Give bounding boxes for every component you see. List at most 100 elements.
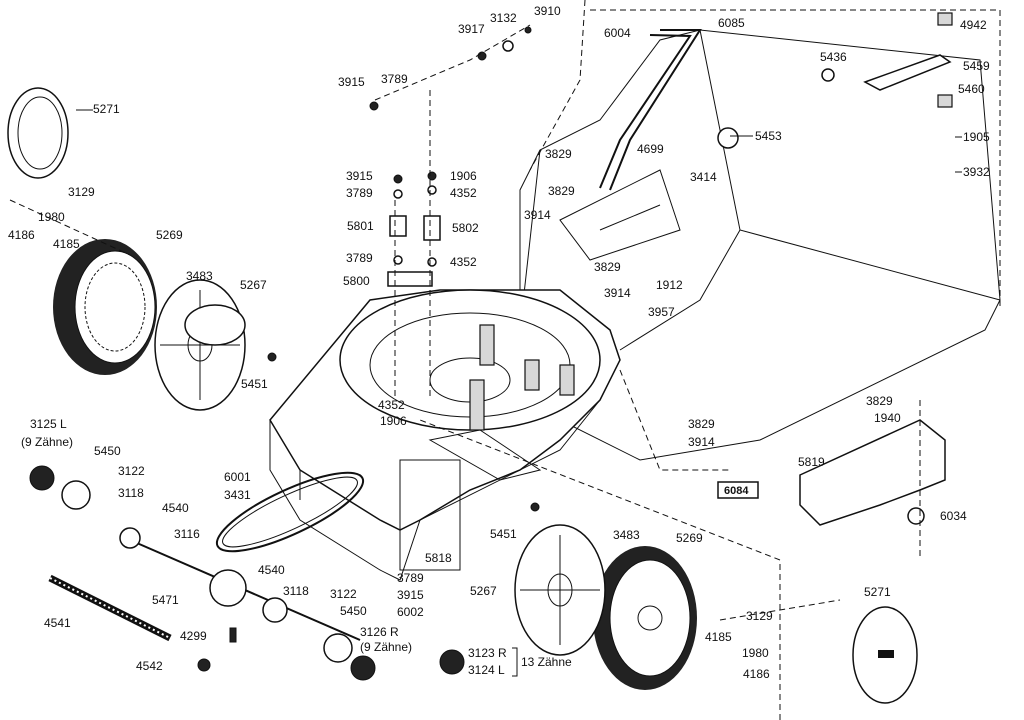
label-3829-e: 3829: [688, 417, 715, 431]
label-3829-d: 3829: [866, 394, 893, 408]
label-4540-left: 4540: [162, 501, 189, 515]
label-5450-left: 5450: [94, 444, 121, 458]
label-6002: 6002: [397, 605, 424, 619]
label-3132: 3132: [490, 11, 517, 25]
label-5818: 5818: [425, 551, 452, 565]
label-3118-right: 3118: [283, 584, 309, 598]
label-1905: 1905: [963, 130, 990, 144]
label-5802: 5802: [452, 221, 479, 235]
label-4352-a: 4352: [450, 186, 477, 200]
label-1906-a: 1906: [450, 169, 477, 183]
label-3829-b: 3829: [548, 184, 575, 198]
label-3483-right: 3483: [613, 528, 640, 542]
label-4541: 4541: [44, 616, 71, 630]
label-3957: 3957: [648, 305, 675, 319]
label-4352-c: 4352: [378, 398, 405, 412]
label-5451-left: 5451: [241, 377, 268, 391]
label-3915-mid: 3915: [346, 169, 373, 183]
label-3915-bottom: 3915: [397, 588, 424, 602]
leader-lines: [9, 24, 962, 720]
label-3129-right: 3129: [746, 609, 773, 623]
label-4942: 4942: [960, 18, 987, 32]
gears: [29, 465, 465, 681]
label-4185-right: 4185: [705, 630, 732, 644]
label-3829-c: 3829: [594, 260, 621, 274]
label-5269-right: 5269: [676, 531, 703, 545]
label-3122-left: 3122: [118, 464, 145, 478]
label-6084: 6084: [724, 485, 749, 497]
label-3483-left: 3483: [186, 269, 213, 283]
label-3124l: 3124 L: [468, 663, 505, 677]
label-5269-left: 5269: [156, 228, 183, 242]
hubcap-right-outer: [852, 606, 918, 704]
label-5267-left: 5267: [240, 278, 267, 292]
label-4540-right: 4540: [258, 563, 285, 577]
label-6001: 6001: [224, 470, 251, 484]
bracket-5819: [799, 419, 946, 526]
label-3789-mid: 3789: [346, 186, 373, 200]
label-4542: 4542: [136, 659, 163, 673]
label-3932: 3932: [963, 165, 990, 179]
label-1980-right: 1980: [742, 646, 769, 660]
label-5819: 5819: [798, 455, 825, 469]
label-1912: 1912: [656, 278, 683, 292]
label-4185-left: 4185: [53, 237, 80, 251]
label-5460: 5460: [958, 82, 985, 96]
label-5459: 5459: [963, 59, 990, 73]
label-4299: 4299: [180, 629, 207, 643]
label-3123r: 3123 R: [468, 646, 507, 660]
wheel-rim-left: [154, 279, 246, 411]
label-1980-left: 1980: [38, 210, 65, 224]
label-1906-b: 1906: [380, 414, 407, 428]
label-3917: 3917: [458, 22, 485, 36]
label-5450-right: 5450: [340, 604, 367, 618]
label-13-zahne: 13 Zähne: [521, 655, 572, 669]
drawing: [7, 0, 1001, 720]
label-3431: 3431: [224, 488, 251, 502]
label-6084-box: 6084: [717, 481, 759, 499]
label-4186-left: 4186: [8, 228, 35, 242]
label-3789-top: 3789: [381, 72, 408, 86]
label-5451-right: 5451: [490, 527, 517, 541]
handle: [559, 29, 702, 261]
label-9-zahne-right: (9 Zähne): [360, 640, 412, 654]
label-6034: 6034: [940, 509, 967, 523]
label-3126r: 3126 R: [360, 625, 399, 639]
label-3829-a: 3829: [545, 147, 572, 161]
label-3116: 3116: [174, 527, 200, 541]
label-5271-right: 5271: [864, 585, 891, 599]
label-5801: 5801: [347, 219, 374, 233]
part-labels: 3910 3132 3917 6004 6085 4942 5436 5459 …: [8, 4, 990, 681]
label-4352-b: 4352: [450, 255, 477, 269]
label-3129-left: 3129: [68, 185, 95, 199]
label-3122-right: 3122: [330, 587, 357, 601]
wheel-right: [593, 546, 697, 690]
label-5800: 5800: [343, 274, 370, 288]
label-4186-right: 4186: [743, 667, 770, 681]
label-3789-bottom: 3789: [397, 571, 424, 585]
label-5453: 5453: [755, 129, 782, 143]
label-9-zahne-left: (9 Zähne): [21, 435, 73, 449]
label-3118-left: 3118: [118, 486, 144, 500]
label-3914-a: 3914: [524, 208, 551, 222]
label-6085: 6085: [718, 16, 745, 30]
label-3414: 3414: [690, 170, 717, 184]
label-5271-left: 5271: [93, 102, 120, 116]
label-3125l: 3125 L: [30, 417, 67, 431]
label-3789-low: 3789: [346, 251, 373, 265]
drive-belt: [215, 471, 365, 553]
lever-parts: [717, 12, 953, 149]
bracket-3123-3124: [512, 647, 518, 677]
label-5436: 5436: [820, 50, 847, 64]
label-1940: 1940: [874, 411, 901, 425]
wheel-rim-right: [514, 524, 606, 656]
label-5471: 5471: [152, 593, 179, 607]
label-3910: 3910: [534, 4, 561, 18]
label-3915-top: 3915: [338, 75, 365, 89]
label-6004: 6004: [604, 26, 631, 40]
hubcap-left-outer: [7, 87, 69, 179]
label-3914-b: 3914: [604, 286, 631, 300]
hubcap-left-inner: [184, 304, 246, 346]
deck-housing: [269, 289, 621, 581]
